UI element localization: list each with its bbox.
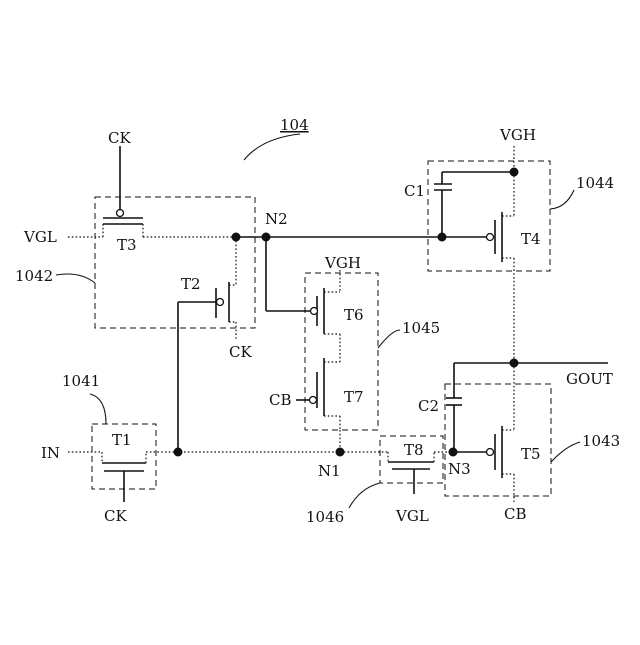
label-n3: N3 [448,460,471,478]
junction-dot [336,448,345,457]
transistor-t2 [178,237,236,452]
transistor-t7 [296,358,340,430]
transistor-t1 [68,452,340,502]
signal-ck-t2: CK [229,343,252,361]
signal-vgh-top: VGH [499,126,536,144]
ref-1044-label: 1044 [576,174,614,192]
junction-dot [449,448,458,457]
junction-dot [438,233,447,242]
label-t4: T4 [521,230,541,248]
ref-1045-label: 1045 [402,319,440,337]
signal-vgl-left: VGL [23,228,57,246]
transistor-t6 [311,270,341,362]
ref-1046-label: 1046 [306,508,344,526]
node-n1-wiring [340,430,388,452]
label-t7: T7 [344,388,364,406]
leader-1046 [349,483,380,508]
node-n2-wiring [236,237,442,311]
transistor-t3 [68,146,236,237]
label-t5: T5 [521,445,541,463]
label-n2: N2 [265,210,288,228]
junction-dot [262,233,271,242]
leader-1044 [550,190,574,209]
ref-104-label: 104 [280,116,309,134]
label-t1: T1 [112,431,132,449]
label-c1: C1 [404,182,425,200]
leader-1045 [378,330,400,348]
signal-vgh-t6: VGH [324,254,361,272]
leader-104 [244,134,300,160]
label-c2: C2 [418,397,439,415]
signal-vgl-t8: VGL [395,507,429,525]
box-1045 [305,273,378,430]
label-t2: T2 [181,275,201,293]
label-n1: N1 [318,462,341,480]
label-t3: T3 [117,236,137,254]
signal-ck-top: CK [108,129,131,147]
signal-gout: GOUT [566,370,613,388]
box-1044 [428,161,550,271]
leader-1043 [551,442,580,462]
junction-dot [510,359,519,368]
label-t6: T6 [344,306,364,324]
signal-cb-bottom: CB [504,505,527,523]
signal-in: IN [41,444,60,462]
signal-cb-t7: CB [269,391,292,409]
leader-1041 [90,394,106,424]
ref-1043-label: 1043 [582,432,620,450]
signal-ck-t1: CK [104,507,127,525]
ref-1041-label: 1041 [62,372,100,390]
transistor-t4 [434,146,514,363]
junction-dot [174,448,183,457]
junction-dot [232,233,241,242]
label-t8: T8 [404,441,424,459]
box-1043 [445,384,551,496]
ref-1042-label: 1042 [15,267,53,285]
junction-dot [510,168,519,177]
leader-1042 [56,274,95,283]
